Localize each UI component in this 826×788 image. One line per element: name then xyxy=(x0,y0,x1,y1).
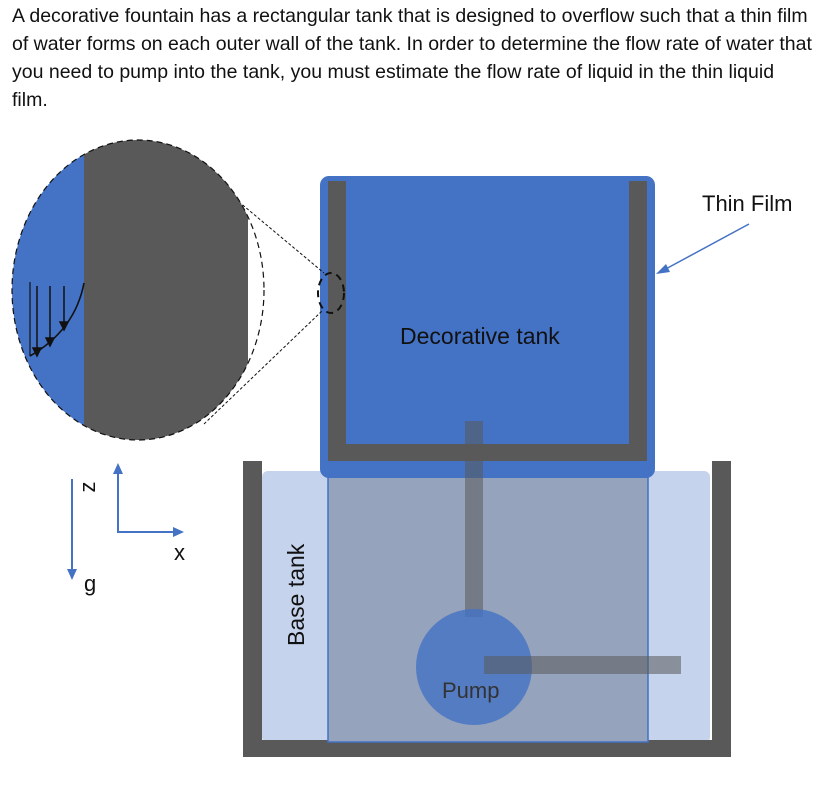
problem-statement: A decorative fountain has a rectangular … xyxy=(12,5,812,111)
x-axis-label: x xyxy=(174,540,185,565)
velocity-arrows xyxy=(31,286,70,358)
zoom-wall xyxy=(84,140,248,440)
decorative-tank-floor xyxy=(328,444,647,461)
decorative-tank-right-wall xyxy=(629,181,647,452)
z-axis-head xyxy=(113,463,123,474)
decorative-tank-left-wall xyxy=(328,181,346,452)
z-axis-label: z xyxy=(75,482,100,493)
thin-film-label: Thin Film xyxy=(702,191,792,216)
pump-pipe xyxy=(465,421,483,617)
base-tank-right-wall xyxy=(712,461,731,757)
zoom-outline xyxy=(11,139,265,441)
gravity-head xyxy=(67,569,77,580)
pump-outlet xyxy=(484,656,681,674)
decorative-tank xyxy=(320,176,655,478)
gravity-label: g xyxy=(84,571,96,596)
pump xyxy=(416,609,532,725)
zoom-connector-bottom xyxy=(203,310,323,425)
thin-film-pointer-line xyxy=(661,223,750,272)
zoom-film xyxy=(12,140,84,440)
zoom-indicator xyxy=(317,272,345,314)
thin-film-pointer-head xyxy=(656,264,670,274)
pump-label: Pump xyxy=(442,678,499,703)
base-tank-floor xyxy=(243,740,731,757)
base-tank-label: Base tank xyxy=(283,543,309,646)
base-tank-left-wall xyxy=(243,461,262,757)
decorative-tank-label: Decorative tank xyxy=(400,323,560,349)
x-axis-head xyxy=(173,527,184,537)
zoom-inset xyxy=(12,140,248,440)
